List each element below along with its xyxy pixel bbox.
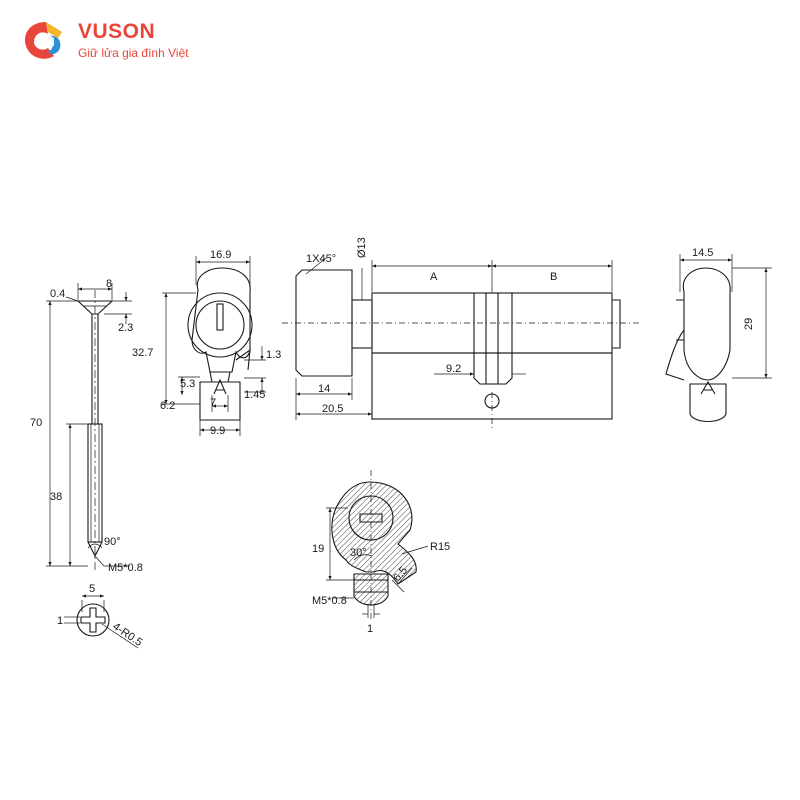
dim-16-9: 16.9 (210, 249, 231, 261)
screw-head-view: 5 1 4-R0.5 (57, 583, 144, 649)
dim-9-2: 9.2 (446, 363, 461, 375)
dim-A: A (430, 271, 438, 283)
dim-29: 29 (743, 318, 755, 330)
brand-logo: VUSON Giữ lửa gia đình Việt (18, 16, 218, 66)
right-end-view: 14.5 29 (665, 247, 772, 423)
dim-38: 38 (50, 491, 62, 503)
dim-32-7: 32.7 (132, 347, 153, 359)
screw-side-view: 0.4 8 2.3 70 38 90° M5*0.8 (30, 278, 143, 574)
dim-diameter: Ø13 (356, 237, 368, 258)
brand-name: VUSON (78, 20, 156, 43)
dim-6-2: 6.2 (160, 400, 175, 412)
dim-1-section: 1 (367, 623, 373, 635)
dim-chamfer: 1X45° (306, 253, 336, 265)
dim-r: 4-R0.5 (110, 621, 144, 649)
dim-90: 90° (104, 536, 121, 548)
dim-2-3: 2.3 (118, 322, 133, 334)
dim-5: 5 (89, 583, 95, 595)
dim-1-45: 1.45 (244, 389, 265, 401)
dim-9-9: 9.9 (210, 425, 225, 437)
dim-7: 7 (210, 397, 216, 409)
dim-1-3: 1.3 (266, 349, 281, 361)
dim-5-3: 5.3 (180, 378, 195, 390)
dim-0-4: 0.4 (50, 288, 65, 300)
section-view: 19 30° R15 6.5 M5*0.8 1 (312, 470, 450, 635)
body-side-view: 1X45° Ø13 A B 9.2 14 20.5 (282, 237, 640, 430)
logo-mark-icon (24, 22, 62, 59)
dim-8: 8 (106, 278, 112, 290)
brand-tagline: Giữ lửa gia đình Việt (78, 46, 189, 60)
dim-R15: R15 (430, 541, 450, 553)
dim-thread-section: M5*0.8 (312, 595, 347, 607)
dim-70: 70 (30, 417, 42, 429)
dim-30: 30° (350, 547, 367, 559)
dim-1: 1 (57, 615, 63, 627)
dim-20-5: 20.5 (322, 403, 343, 415)
dim-19: 19 (312, 543, 324, 555)
dim-14: 14 (318, 383, 330, 395)
dim-B: B (550, 271, 557, 283)
dim-14-5: 14.5 (692, 247, 713, 259)
cam-end-view: 16.9 32.7 1.3 5.3 6.2 7 1.45 9.9 (132, 249, 281, 437)
dim-thread: M5*0.8 (108, 562, 143, 574)
